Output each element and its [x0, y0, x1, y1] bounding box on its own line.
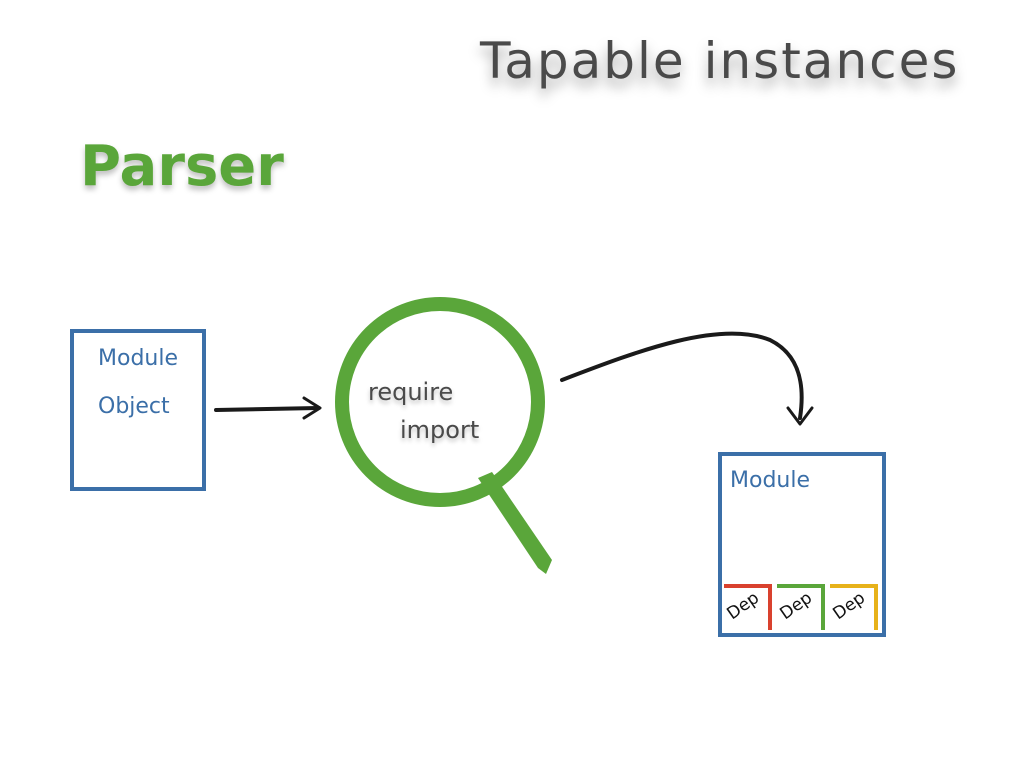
arrow-to-parser: [214, 406, 320, 412]
arrow-to-module-head: [786, 406, 814, 426]
dep-box-2: Dep: [777, 584, 825, 630]
dep-label-1: Dep: [724, 587, 763, 625]
dep-box-1: Dep: [724, 584, 772, 630]
magnifier-ring: [335, 297, 545, 507]
module-object-label-line1: Module: [98, 346, 178, 371]
module-object-box: [70, 329, 206, 491]
module-label: Module: [730, 468, 810, 493]
module-box: [718, 452, 886, 637]
dep-label-2: Dep: [777, 587, 816, 625]
magnifier-handle: [478, 472, 552, 574]
dep-box-3: Dep: [830, 584, 878, 630]
module-object-label-line2: Object: [98, 394, 170, 419]
magnifier-label-import: import: [400, 416, 480, 444]
arrow-to-parser-head: [302, 396, 322, 420]
arrow-to-module: [560, 331, 804, 420]
dep-label-3: Dep: [830, 587, 869, 625]
section-title: Parser: [80, 134, 284, 199]
slide-title: Tapable instances: [480, 32, 960, 90]
magnifier-label-require: require: [368, 378, 454, 406]
